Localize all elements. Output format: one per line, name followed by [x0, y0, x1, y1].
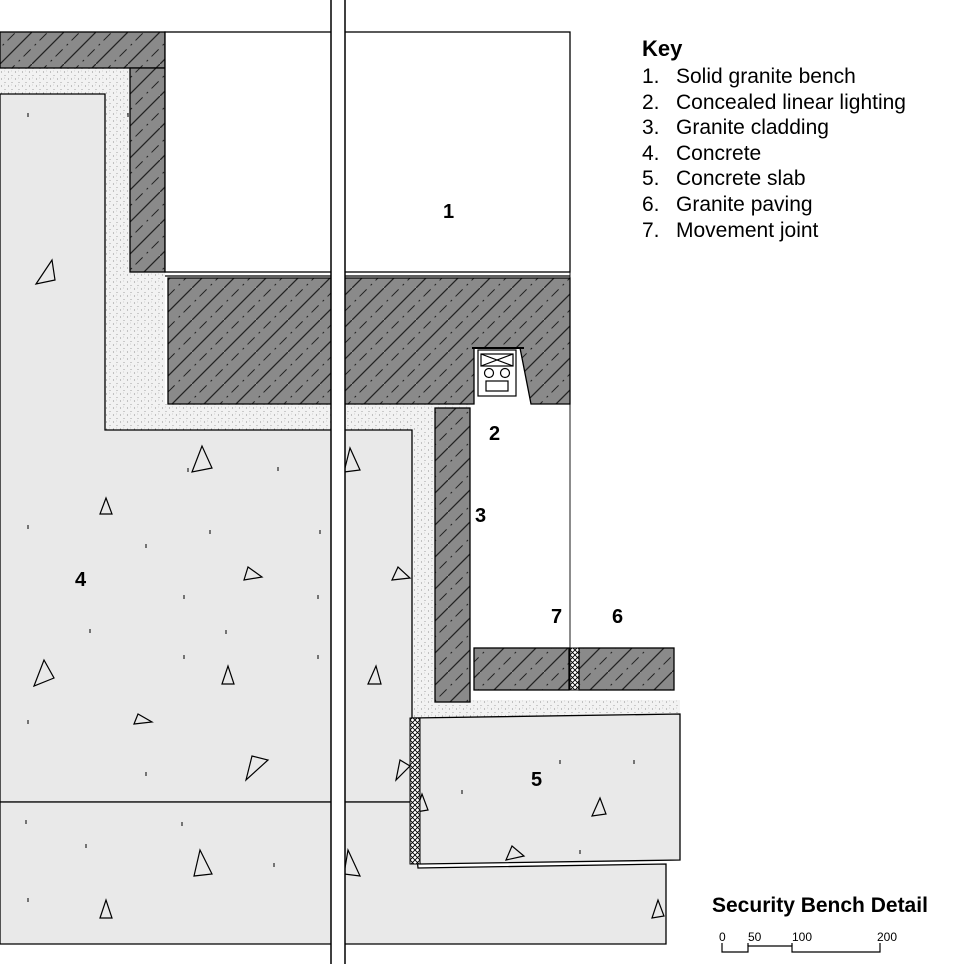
linear-light-fitting	[472, 347, 524, 397]
key-item: 2.Concealed linear lighting	[642, 90, 906, 114]
callout-2: 2	[489, 423, 500, 445]
granite-paving-left	[473, 647, 570, 691]
bench-back-upstand	[0, 31, 166, 69]
callout-5: 5	[531, 769, 542, 791]
key-item: 6.Granite paving	[642, 192, 813, 216]
scale-tick-50: 50	[748, 930, 762, 944]
key-item: 1.Solid granite bench	[642, 65, 856, 88]
scale-tick-100: 100	[792, 930, 812, 944]
bench-back-leg	[129, 67, 166, 273]
callout-7: 7	[551, 606, 562, 628]
concrete-mass	[0, 93, 413, 803]
aggregate-marks	[32, 258, 665, 919]
granite-paving-right	[578, 647, 675, 691]
key-item: 7.Movement joint	[642, 218, 819, 242]
solid-granite-bench	[164, 31, 571, 273]
callout-1: 1	[443, 201, 454, 223]
callout-6: 6	[612, 606, 623, 628]
scale-tick-0: 0	[719, 930, 726, 944]
key-item: 4.Concrete	[642, 141, 762, 165]
aggregate-ticks	[25, 113, 635, 902]
key-item: 3.Granite cladding	[642, 116, 829, 140]
key-legend: Key 1.Solid granite bench 2.Concealed li…	[642, 36, 906, 243]
drawing-title: Security Bench Detail	[712, 894, 928, 917]
callout-4: 4	[75, 569, 87, 591]
movement-joint-slab	[409, 717, 421, 865]
key-title: Key	[642, 36, 683, 61]
bench-seat-slab	[167, 277, 571, 405]
scale-bar	[721, 943, 881, 953]
callout-3: 3	[475, 505, 486, 527]
mortar-bed	[0, 68, 680, 718]
granite-cladding	[434, 407, 471, 703]
key-list: 1.Solid granite bench 2.Concealed linear…	[642, 64, 906, 243]
concrete-slab	[411, 713, 681, 865]
movement-joint-paving	[569, 647, 580, 691]
break-lines	[330, 0, 346, 964]
key-item: 5.Concrete slab	[642, 167, 806, 191]
scale-tick-200: 200	[877, 930, 897, 944]
